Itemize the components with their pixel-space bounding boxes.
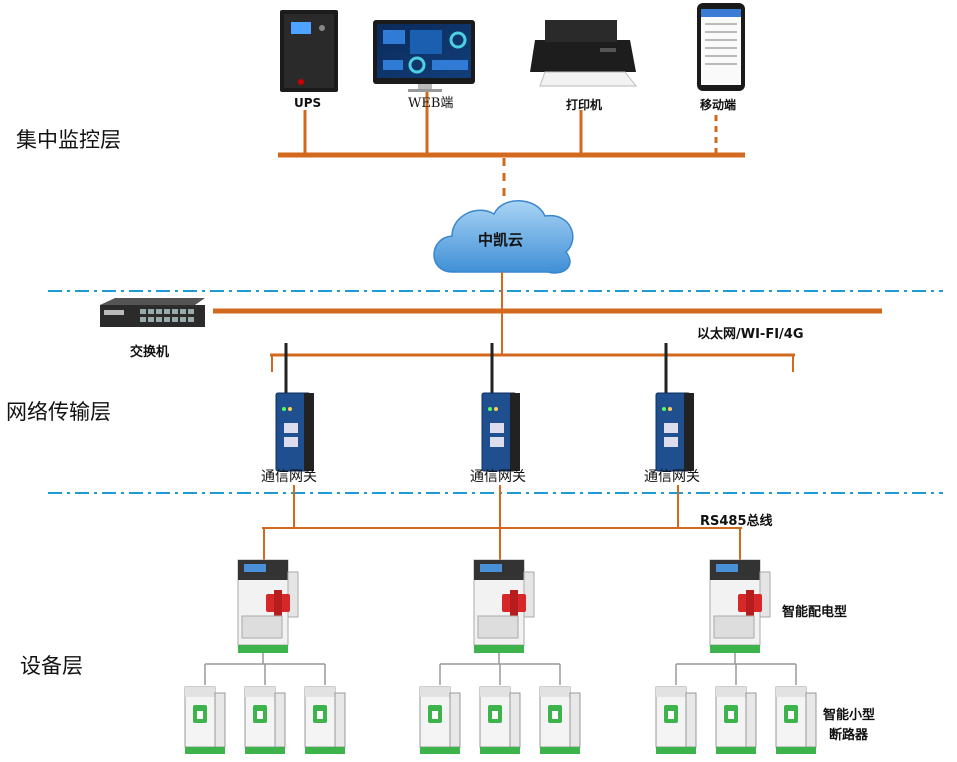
layer-title-device: 设备层 <box>20 654 83 678</box>
layer-title-monitor: 集中监控层 <box>16 128 121 152</box>
breaker-icon <box>184 686 226 755</box>
gateway-label: 通信网关 <box>644 469 700 485</box>
mobile-label: 移动端 <box>700 98 737 112</box>
cloud-label: 中凯云 <box>478 231 524 249</box>
gateway-icon <box>274 341 316 473</box>
distribution-unit-icon <box>473 559 535 654</box>
breaker-icon <box>775 686 817 755</box>
printer-label: 打印机 <box>566 98 603 112</box>
web-monitor-icon <box>373 20 475 92</box>
mobile-phone-icon <box>697 3 745 91</box>
distribution-unit-icon <box>709 559 771 654</box>
breaker-label-line2: 断路器 <box>829 728 869 743</box>
breaker-icon <box>715 686 757 755</box>
ups-icon <box>280 10 338 92</box>
distribution-label: 智能配电型 <box>782 605 848 620</box>
printer-icon <box>530 20 638 87</box>
breaker-icon <box>655 686 697 755</box>
ethernet-label: 以太网/WI-FI/4G <box>697 327 804 342</box>
switch-label: 交换机 <box>130 345 170 360</box>
breaker-icon <box>304 686 346 755</box>
gateway-icon <box>480 341 522 473</box>
switch-icon <box>100 298 205 327</box>
breaker-label-line1: 智能小型 <box>823 708 876 723</box>
web-label: WEB端 <box>408 96 454 111</box>
cloud-icon <box>433 200 574 274</box>
layer-title-network: 网络传输层 <box>6 400 111 424</box>
gateway-icon <box>654 341 696 473</box>
breaker-icon <box>539 686 581 755</box>
breaker-icon <box>479 686 521 755</box>
rs485-label: RS485总线 <box>700 514 773 529</box>
breaker-icon <box>419 686 461 755</box>
gateway-label: 通信网关 <box>261 469 317 485</box>
breaker-icon <box>244 686 286 755</box>
ups-label: UPS <box>294 96 322 110</box>
distribution-unit-icon <box>237 559 299 654</box>
gateway-label: 通信网关 <box>470 469 526 485</box>
